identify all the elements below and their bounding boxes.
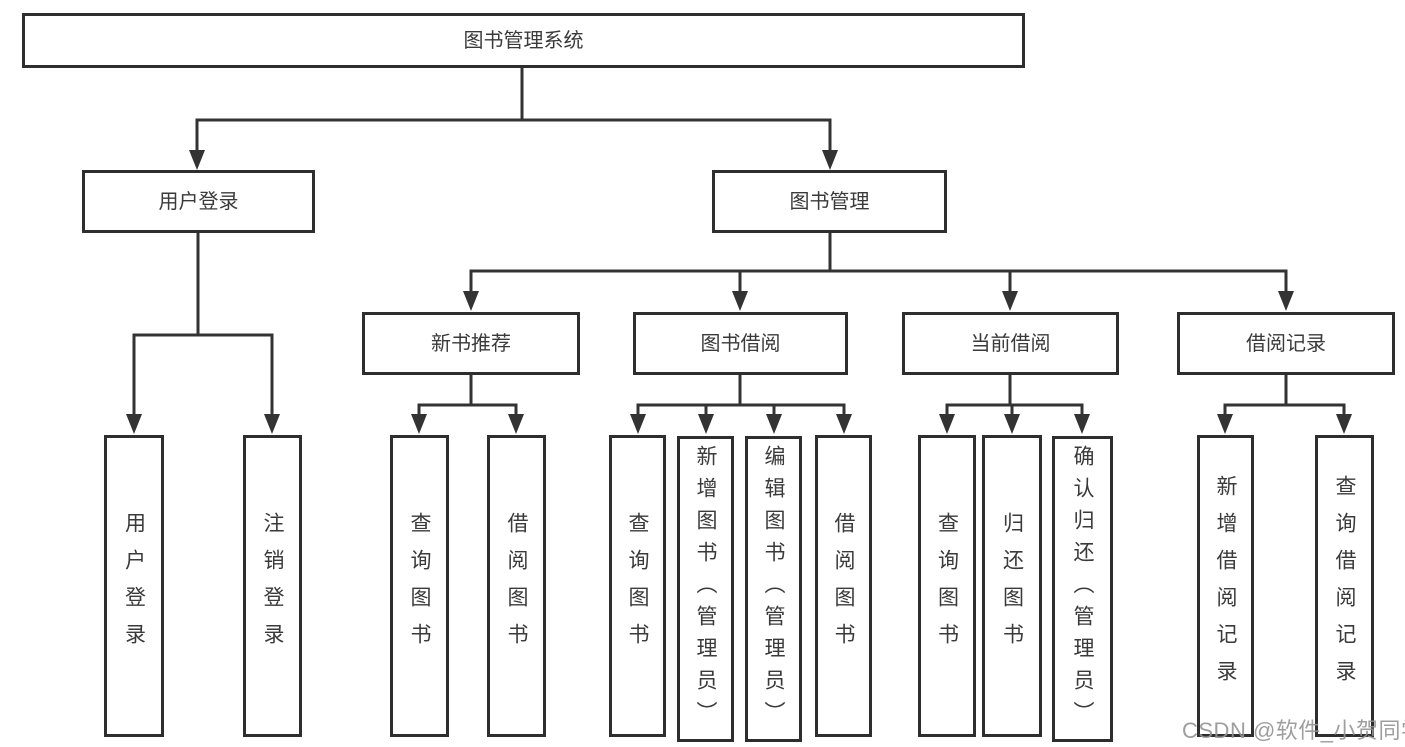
leaf-query-book-recommend: 查询图书 [390, 435, 449, 737]
leaf-add-borrow-record: 新增借阅记录 [1197, 435, 1254, 737]
leaf-add-book-admin: 新增图书（管理员） [677, 436, 734, 742]
node-book-management: 图书管理 [712, 170, 947, 233]
node-user-login: 用户登录 [82, 170, 315, 233]
leaf-return-book: 归还图书 [982, 435, 1042, 737]
leaf-query-book-borrow: 查询图书 [609, 435, 666, 737]
leaf-user-login: 用户登录 [104, 435, 164, 737]
node-book-borrow: 图书借阅 [633, 312, 848, 375]
node-new-book-recommend: 新书推荐 [362, 312, 580, 375]
leaf-logout: 注销登录 [243, 435, 302, 737]
node-current-borrow: 当前借阅 [902, 312, 1119, 375]
node-root-title: 图书管理系统 [22, 13, 1025, 68]
arrowheads [126, 150, 1352, 434]
leaf-query-borrow-record: 查询借阅记录 [1315, 435, 1374, 737]
leaf-confirm-return-admin: 确认归还（管理员） [1052, 436, 1113, 742]
leaf-borrow-book-recommend: 借阅图书 [487, 435, 546, 737]
leaf-query-book-current: 查询图书 [918, 435, 976, 737]
leaf-borrow-book: 借阅图书 [815, 435, 872, 737]
csdn-watermark: CSDN @软件_小贺同学 [1182, 718, 1405, 743]
node-borrow-records: 借阅记录 [1177, 312, 1395, 375]
leaf-edit-book-admin: 编辑图书（管理员） [745, 436, 802, 742]
